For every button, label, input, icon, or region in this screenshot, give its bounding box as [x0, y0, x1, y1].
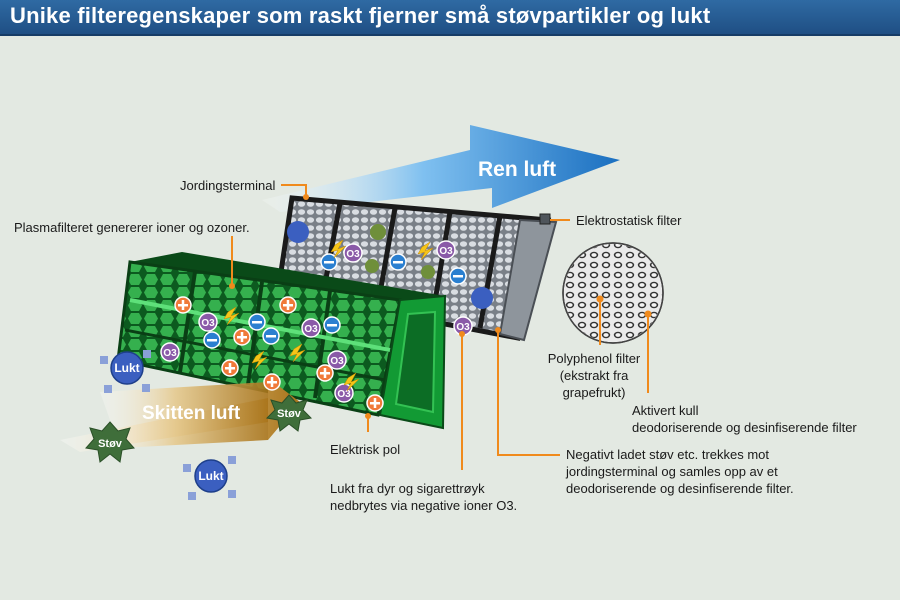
svg-text:Lukt: Lukt: [114, 361, 139, 375]
filter-zoom-circle: [562, 242, 664, 344]
negative-ion: [323, 316, 341, 334]
dust-collection-label: Negativt ladet støv etc. trekkes mot jor…: [566, 447, 794, 496]
dust-particle: [370, 224, 386, 240]
positive-ion: [316, 364, 334, 382]
svg-text:O3: O3: [346, 249, 360, 260]
svg-text:O3: O3: [330, 356, 344, 367]
leader-dots: [229, 194, 501, 419]
dust-particles-inside: [287, 221, 493, 309]
spark-bolts: [223, 239, 434, 392]
ozone-molecule: O3: [327, 350, 347, 370]
header-bar: Unike filteregenskaper som raskt fjerner…: [0, 0, 900, 36]
positive-ion: [233, 328, 251, 346]
electric-pole-label: Elektrisk pol: [330, 442, 401, 457]
ozone-molecule: O3: [436, 240, 456, 260]
odor-cluster: [471, 287, 493, 309]
activated-charcoal-label: Aktivert kull deodoriserende og desinfis…: [632, 403, 857, 435]
svg-text:O3: O3: [163, 348, 177, 359]
dust-particle: [421, 265, 435, 279]
svg-text:O3: O3: [304, 324, 318, 335]
negative-ion: [389, 253, 407, 271]
odor-particle: Lukt: [100, 350, 151, 393]
clean-air-label: Ren luft: [478, 158, 557, 181]
page-title: Unike filteregenskaper som raskt fjerner…: [10, 3, 711, 28]
dust-particle-star: Støv: [265, 394, 313, 432]
odor-breakdown-label: Lukt fra dyr og sigarettrøyk nedbrytes v…: [330, 481, 518, 513]
svg-text:Støv: Støv: [277, 408, 302, 420]
ground-terminal-label: Jordingsterminal: [180, 178, 276, 193]
svg-text:Lukt: Lukt: [198, 469, 223, 483]
negative-ion: [262, 327, 280, 345]
negative-ion: [449, 267, 467, 285]
positive-ions: [174, 296, 384, 412]
positive-ion: [366, 394, 384, 412]
negative-ions: [203, 253, 467, 349]
ozone-molecule: O3: [301, 318, 321, 338]
positive-ion: [221, 359, 239, 377]
svg-text:Støv: Støv: [98, 438, 123, 450]
negative-ion: [248, 313, 266, 331]
svg-text:O3: O3: [201, 318, 215, 329]
dust-particle-star: Støv: [85, 421, 135, 463]
positive-ion: [279, 296, 297, 314]
polyphenol-filter-label: Polyphenol filter (ekstrakt fra grapefru…: [547, 351, 641, 400]
ozone-molecule: O3: [343, 243, 363, 263]
plasma-filter-label: Plasmafilteret genererer ioner og ozoner…: [14, 220, 250, 235]
svg-text:O3: O3: [337, 389, 351, 400]
ozone-molecule: O3: [198, 312, 218, 332]
odor-particle: Lukt: [183, 456, 236, 500]
dirty-air-label: Skitten luft: [142, 403, 241, 424]
dust-particle: [365, 259, 379, 273]
negative-ion: [203, 331, 221, 349]
positive-ion: [263, 373, 281, 391]
clean-air-arrow: [262, 125, 620, 212]
odor-cluster: [287, 221, 309, 243]
ozone-molecule: O3: [160, 342, 180, 362]
negative-ion: [320, 253, 338, 271]
positive-ion: [174, 296, 192, 314]
electrostatic-filter-label: Elektrostatisk filter: [576, 213, 682, 228]
leader-lines: [231, 184, 649, 470]
svg-text:O3: O3: [456, 322, 470, 333]
svg-text:O3: O3: [439, 246, 453, 257]
